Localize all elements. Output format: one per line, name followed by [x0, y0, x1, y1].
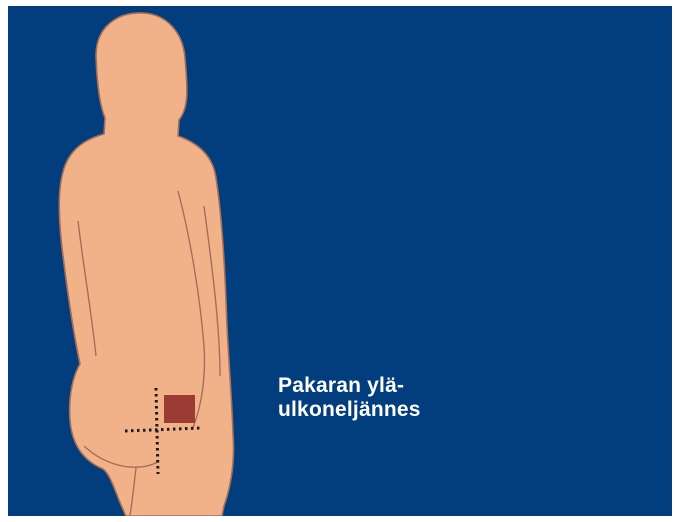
injection-site-marker — [164, 395, 195, 423]
caption-line-2: ulkoneljännes — [278, 398, 421, 422]
injection-site-illustration — [8, 6, 672, 516]
diagram-panel: Pakaran ylä- ulkoneljännes — [8, 6, 672, 516]
site-caption: Pakaran ylä- ulkoneljännes — [278, 374, 421, 422]
caption-line-1: Pakaran ylä- — [278, 374, 421, 398]
